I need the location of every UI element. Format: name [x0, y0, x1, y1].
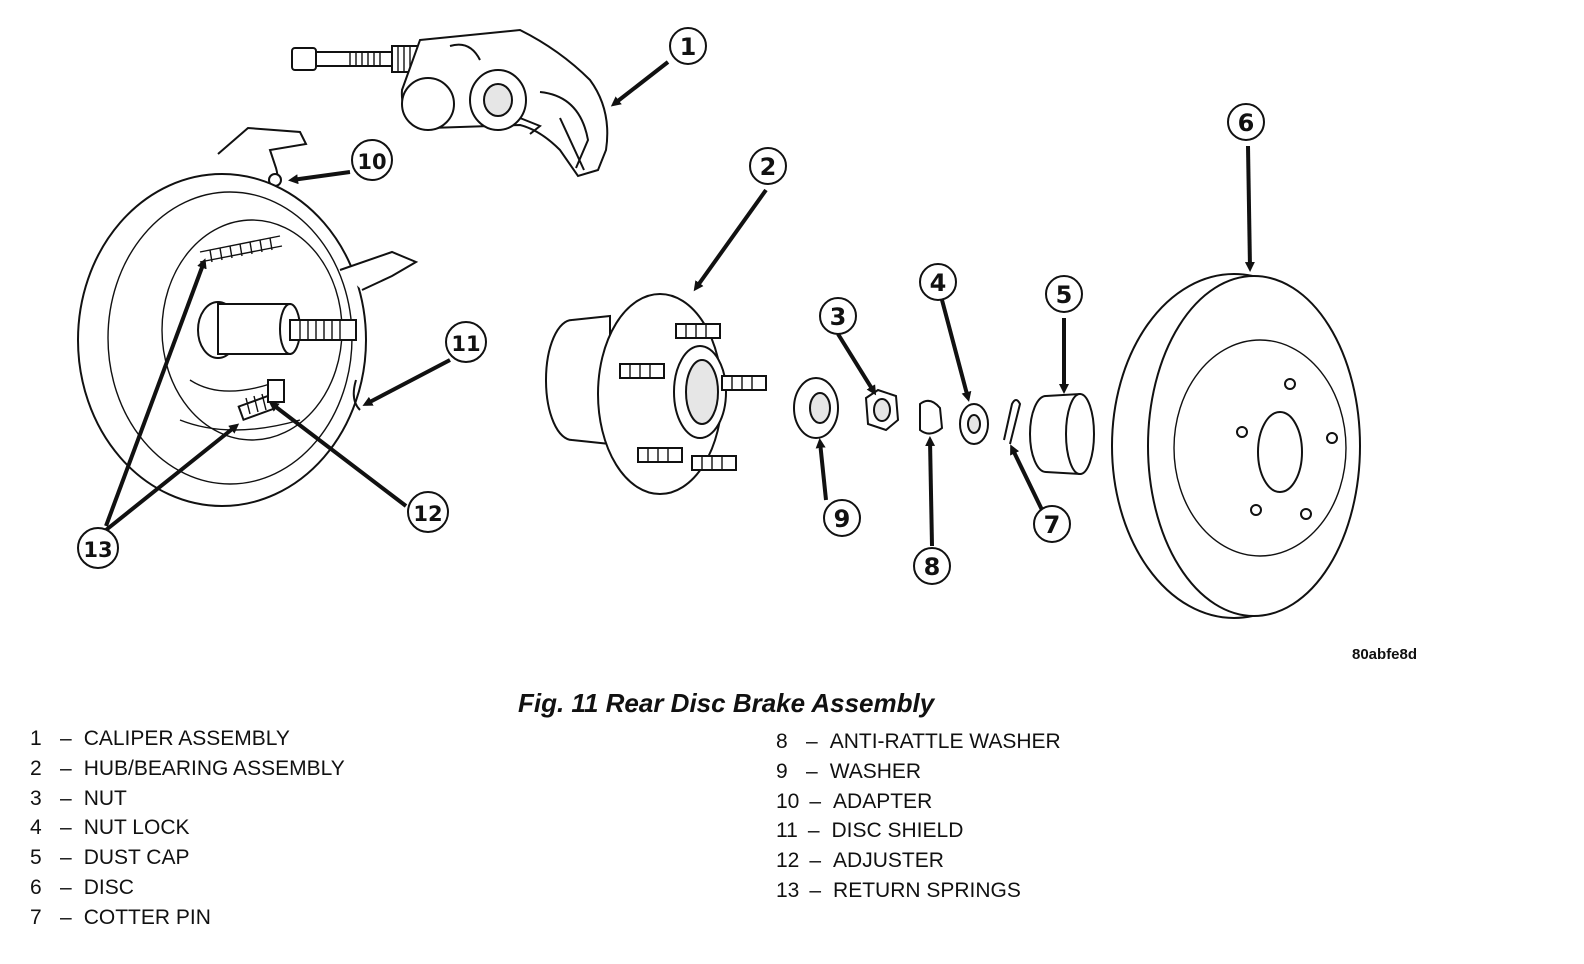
figure-caption: Fig. 11 Rear Disc Brake Assembly: [518, 688, 935, 718]
legend-label: NUT LOCK: [83, 816, 190, 840]
legend-item: 13–RETURN SPRINGS: [776, 876, 1061, 906]
dust-cap-drawing: [1029, 392, 1095, 476]
callout-13: 13: [77, 527, 119, 569]
cotter-pin-drawing: [1003, 399, 1022, 445]
legend-number: 7: [30, 905, 42, 929]
callout-8: 8: [913, 547, 951, 585]
legend-label: HUB/BEARING ASSEMBLY: [83, 756, 345, 780]
callout-label: 3: [830, 303, 847, 331]
legend-label: DUST CAP: [83, 846, 190, 870]
callout-label: 8: [924, 553, 941, 581]
legend-right: 8–ANTI-RATTLE WASHER 9–WASHER 10–ADAPTER…: [776, 727, 1061, 906]
legend-item: 6–DISC: [30, 873, 345, 903]
legend-number: 8: [776, 730, 788, 753]
washer-drawing: [793, 377, 839, 439]
callout-1: 1: [669, 27, 707, 65]
legend-number: 13: [776, 878, 800, 902]
legend-number: 12: [776, 849, 800, 873]
legend-label: DISC SHIELD: [831, 819, 964, 843]
callout-label: 10: [357, 150, 386, 174]
hub-bearing-drawing: [545, 293, 767, 495]
callout-label: 4: [930, 269, 947, 297]
legend-label: DISC: [83, 875, 134, 899]
disc-drawing: [1111, 273, 1361, 619]
callout-label: 13: [83, 538, 112, 562]
nut-drawing: [864, 388, 900, 432]
callout-label: 9: [834, 505, 851, 533]
legend-number: 10: [776, 789, 800, 813]
legend-label: WASHER: [829, 759, 922, 783]
backing-plate-drawing: [77, 126, 419, 507]
legend-number: 6: [30, 875, 42, 899]
legend-label: NUT: [83, 786, 127, 810]
callout-label: 11: [451, 332, 480, 356]
legend-item: 7–COTTER PIN: [30, 903, 345, 933]
callout-label: 1: [680, 33, 697, 61]
callout-3: 3: [819, 297, 857, 335]
callout-2: 2: [749, 147, 787, 185]
legend-label: CALIPER ASSEMBLY: [83, 727, 290, 750]
callout-10: 10: [351, 139, 393, 181]
callout-label: 6: [1238, 109, 1255, 137]
legend-label: COTTER PIN: [83, 905, 211, 929]
callout-6: 6: [1227, 103, 1265, 141]
callout-5: 5: [1045, 275, 1083, 313]
legend-item: 2–HUB/BEARING ASSEMBLY: [30, 754, 345, 784]
anti-rattle-washer-drawing: [919, 399, 944, 435]
legend-item: 1–CALIPER ASSEMBLY: [30, 724, 345, 754]
legend-label: ADAPTER: [833, 789, 933, 813]
legend-item: 10–ADAPTER: [776, 787, 1061, 817]
legend-label: ADJUSTER: [833, 849, 944, 873]
legend-item: 8–ANTI-RATTLE WASHER: [776, 727, 1061, 757]
caliper-assembly-drawing: [291, 28, 609, 178]
legend-item: 3–NUT: [30, 784, 345, 814]
legend-number: 2: [30, 756, 42, 780]
callout-label: 7: [1044, 511, 1061, 539]
legend-item: 11–DISC SHIELD: [776, 816, 1061, 846]
legend-number: 4: [30, 816, 42, 840]
legend-number: 3: [30, 786, 42, 810]
callout-12: 12: [407, 491, 449, 533]
legend-label: ANTI-RATTLE WASHER: [829, 730, 1061, 753]
legend-number: 1: [30, 727, 42, 750]
callout-4: 4: [919, 263, 957, 301]
callout-label: 2: [760, 153, 777, 181]
legend-left: 1–CALIPER ASSEMBLY 2–HUB/BEARING ASSEMBL…: [30, 724, 345, 933]
legend-item: 12–ADJUSTER: [776, 846, 1061, 876]
legend-item: 4–NUT LOCK: [30, 813, 345, 843]
legend-label: RETURN SPRINGS: [833, 878, 1021, 902]
legend-item: 5–DUST CAP: [30, 843, 345, 873]
callout-7: 7: [1033, 505, 1071, 543]
legend-number: 5: [30, 846, 42, 870]
legend-item: 9–WASHER: [776, 757, 1061, 787]
callout-9: 9: [823, 499, 861, 537]
exploded-brake-diagram: 1 2 3 4 5 6 7 8 9 10 11 12: [77, 27, 1361, 619]
legend-number: 11: [776, 819, 798, 843]
figure-code: 80abfe8d: [1352, 646, 1418, 663]
callout-11: 11: [445, 321, 487, 363]
leader-arrows: [104, 60, 1255, 547]
legend-number: 9: [776, 759, 788, 783]
nut-lock-drawing: [959, 403, 989, 445]
callout-label: 5: [1056, 281, 1073, 309]
callout-label: 12: [413, 502, 442, 526]
